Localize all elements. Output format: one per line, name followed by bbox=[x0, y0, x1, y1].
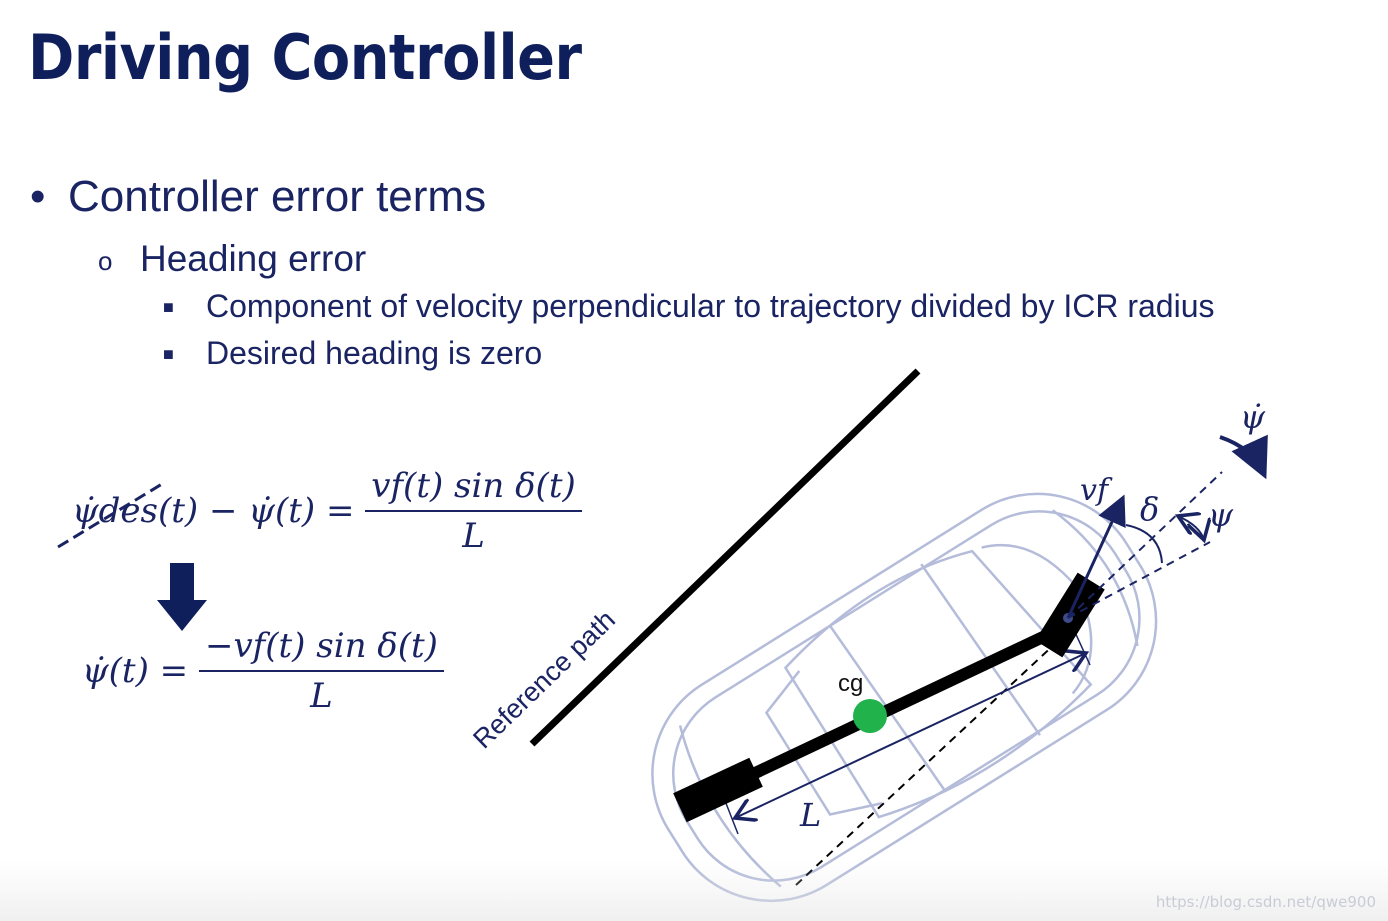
velocity-vector bbox=[1066, 494, 1126, 619]
equation-denominator: L bbox=[310, 676, 333, 716]
heading-angle-arc bbox=[1178, 516, 1204, 540]
equation-lhs: ψ̇(t) = bbox=[82, 651, 189, 691]
heading-dashed-line bbox=[1067, 471, 1223, 619]
equation-lhs: ψ̇des(t) − ψ̇(t) = bbox=[72, 491, 355, 531]
bullet-circle-icon: o bbox=[98, 245, 113, 276]
velocity-label: vf bbox=[1080, 473, 1113, 508]
equation-fraction: vf(t) sin δ(t) L bbox=[365, 466, 582, 556]
equation-heading-error: ψ̇des(t) − ψ̇(t) = vf(t) sin δ(t) L bbox=[72, 466, 582, 556]
bullet-square-icon: ■ bbox=[163, 344, 174, 364]
bullet-detail: ■ Component of velocity perpendicular to … bbox=[163, 288, 1215, 325]
cg-label: cg bbox=[838, 670, 863, 697]
bullet-sub: o Heading error bbox=[98, 238, 366, 280]
steer-angle-label: δ bbox=[1140, 490, 1159, 528]
dimension-tick-right bbox=[1073, 629, 1091, 666]
equation-fraction: −vf(t) sin δ(t) L bbox=[198, 626, 444, 716]
equation-numerator: vf(t) sin δ(t) bbox=[365, 466, 582, 512]
bullet-detail-text: Desired heading is zero bbox=[206, 335, 543, 371]
strike-through-line bbox=[57, 482, 163, 549]
down-arrow-icon bbox=[157, 563, 207, 631]
yaw-rate-label: ψ̇ bbox=[1240, 398, 1266, 436]
bullet-sub-text: Heading error bbox=[140, 238, 367, 279]
bullet-main-text: Controller error terms bbox=[68, 172, 487, 221]
heading-label: ψ bbox=[1208, 496, 1234, 534]
bottom-fade bbox=[0, 861, 1388, 921]
equation-yaw-rate: ψ̇(t) = −vf(t) sin δ(t) L bbox=[82, 626, 444, 716]
wheelbase-label: L bbox=[799, 796, 821, 834]
reference-path-line bbox=[529, 368, 921, 747]
watermark-text: https://blog.csdn.net/qwe900 bbox=[1155, 893, 1376, 911]
chassis-bar bbox=[712, 622, 1065, 798]
equation-denominator: L bbox=[462, 516, 485, 556]
bullet-main: • Controller error terms bbox=[30, 172, 486, 222]
vehicle-outline bbox=[651, 492, 1158, 903]
rear-wheel bbox=[673, 757, 763, 823]
cg-point bbox=[853, 699, 887, 733]
slide-title: Driving Controller bbox=[28, 21, 582, 94]
wheelbase-dimension-arrow bbox=[735, 653, 1086, 818]
steer-angle-arc bbox=[1125, 524, 1163, 564]
yaw-rate-arrow bbox=[1219, 434, 1268, 480]
bullet-detail: ■ Desired heading is zero bbox=[163, 335, 542, 372]
equation-numerator: −vf(t) sin δ(t) bbox=[198, 626, 444, 672]
bullet-detail-text: Component of velocity perpendicular to t… bbox=[206, 288, 1215, 324]
bullet-dot-icon: • bbox=[30, 172, 46, 221]
bullet-square-icon: ■ bbox=[163, 297, 174, 317]
